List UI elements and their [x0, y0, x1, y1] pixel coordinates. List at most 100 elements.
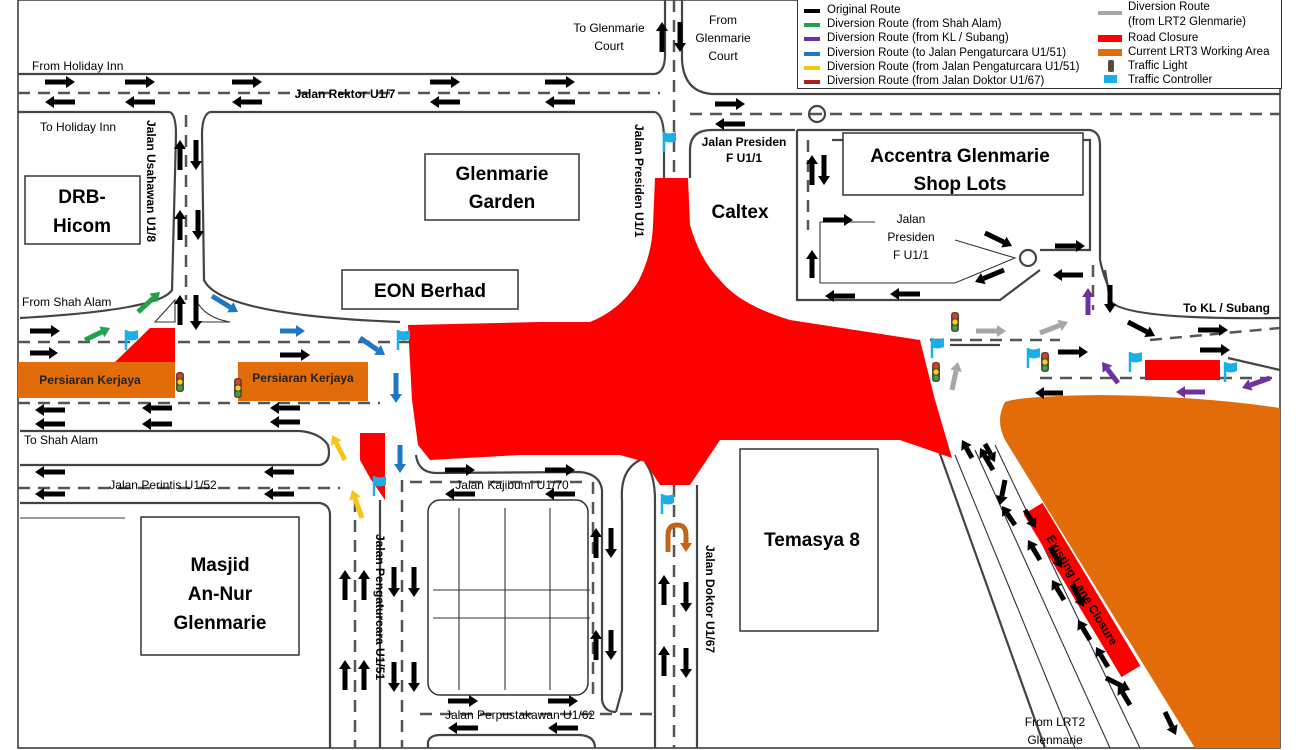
route-arrow-original: [445, 464, 475, 476]
label-to-kl-subang: To KL / Subang: [1183, 301, 1270, 315]
traffic-controller-flag-icon: [1223, 362, 1237, 382]
building-drb-hicom: DRB- Hicom: [24, 175, 141, 245]
route-arrow-original: [190, 295, 202, 330]
route-arrow-to-pengaturcara: [210, 293, 238, 313]
route-arrow-original: [339, 660, 351, 690]
svg-text:Persiaran Kerjaya: Persiaran Kerjaya: [252, 371, 354, 385]
route-arrow-original: [448, 722, 478, 734]
building-accentra: Accentra Glenmarie Shop Lots: [870, 146, 1050, 195]
road-closure-kl-subang: [1145, 360, 1220, 380]
route-arrow-original: [1162, 710, 1178, 735]
route-arrow-original: [1047, 545, 1063, 568]
road-jalan-usahawan: [19, 110, 401, 324]
route-arrow-original: [280, 349, 310, 361]
route-arrow-original: [232, 96, 262, 108]
traffic-controller-flag-icon: [372, 476, 386, 496]
route-arrow-original: [35, 466, 65, 478]
legend-label: Diversion Route (to Jalan Pengaturcara U…: [827, 46, 1067, 59]
label-jalan-presiden-u1-1: Jalan Presiden U1/1: [632, 124, 646, 238]
route-arrow-original: [190, 140, 202, 170]
route-arrow-original: [125, 76, 155, 88]
route-arrow-original: [408, 662, 420, 692]
route-arrow-original: [388, 567, 400, 597]
road-persiaran-kerjaya: [18, 340, 410, 748]
route-arrow-from-lrt2: [949, 362, 962, 391]
route-arrow-original: [983, 230, 1012, 248]
label-jalan-kajibumi: Jalan Kajibumi U1/70: [455, 478, 569, 492]
route-arrow-original: [961, 440, 975, 460]
legend-swatch-to-pengaturcara: [804, 51, 820, 56]
route-arrow-original: [45, 96, 75, 108]
building-glenmarie-garden: Glenmarie Garden: [424, 153, 580, 221]
label-presiden-f-top: Jalan Presiden: [702, 135, 787, 149]
route-arrow-original: [1069, 583, 1085, 607]
route-arrow-original: [45, 76, 75, 88]
route-arrow-original: [430, 96, 460, 108]
route-arrow-original: [30, 325, 60, 337]
route-arrow-original: [605, 630, 617, 660]
traffic-controller-flag-icon: [1128, 352, 1142, 372]
route-arrow-original: [590, 528, 602, 558]
building-masjid-an-nur: Masjid An-Nur Glenmarie: [140, 516, 300, 656]
label-jalan-usahawan: Jalan Usahawan U1/8: [144, 120, 158, 242]
route-arrow-from-lrt2: [1039, 319, 1068, 336]
route-arrow-original: [1051, 580, 1067, 602]
route-arrows: [30, 22, 1271, 735]
route-arrow-original: [1022, 508, 1037, 528]
svg-text:Shop Lots: Shop Lots: [914, 174, 1007, 195]
route-arrow-original: [548, 722, 578, 734]
route-arrow-original: [264, 466, 294, 478]
route-arrow-original: [806, 155, 818, 185]
legend-label: Traffic Light: [1128, 60, 1188, 72]
route-arrow-original: [680, 582, 692, 612]
building-caltex: Caltex: [711, 202, 768, 223]
route-arrow-original: [388, 662, 400, 692]
route-arrow-from-kl-subang: [1102, 362, 1120, 385]
route-arrow-original: [890, 288, 920, 300]
traffic-signals: [124, 132, 1237, 514]
u-turn-arrow: [665, 522, 689, 552]
route-arrow-original: [270, 416, 300, 428]
route-arrow-to-pengaturcara: [358, 335, 385, 355]
route-arrow-original: [1126, 319, 1155, 338]
route-arrow-original: [35, 488, 65, 500]
road-jalan-rektor: [18, 0, 1280, 180]
label-to-glenmarie-court: To Glenmarie: [573, 21, 645, 35]
route-arrow-original: [1035, 387, 1063, 399]
lrt3-working-area: [1000, 395, 1280, 748]
route-arrow-original: [358, 660, 370, 690]
route-arrow-original: [979, 448, 996, 472]
route-arrow-original: [339, 570, 351, 600]
route-arrow-original: [715, 98, 745, 110]
route-arrow-original: [1077, 620, 1093, 642]
persiaran-kerjaya-right-area: Persiaran Kerjaya: [238, 362, 368, 401]
road-closure-shah-alam: [115, 328, 175, 362]
route-arrow-original: [174, 210, 186, 240]
legend-label: Diversion Route (from Jalan Doktor U1/67…: [827, 75, 1045, 87]
route-arrow-original: [658, 575, 670, 605]
route-arrow-original: [264, 488, 294, 500]
route-arrow-original: [1055, 240, 1085, 252]
route-arrow-from-shah-alam: [83, 326, 110, 343]
route-arrow-original: [1002, 506, 1018, 527]
route-arrow-original: [823, 214, 853, 226]
route-arrow-original: [142, 418, 172, 430]
label-from-glenmarie-court-2: Glenmarie: [695, 31, 751, 45]
traffic-light-icon: [176, 372, 184, 392]
route-arrow-original: [30, 347, 58, 359]
label-jalan-pengaturcara: Jalan Pengaturcara U1/51: [373, 534, 387, 680]
route-arrow-original: [605, 528, 617, 558]
traffic-controller-flag-icon: [662, 132, 676, 152]
svg-text:EON Berhad: EON Berhad: [374, 281, 486, 302]
traffic-controller-flag-icon: [124, 330, 138, 350]
building-temasya-8: Temasya 8: [739, 448, 879, 632]
route-arrow-original: [548, 695, 578, 707]
svg-text:Hicom: Hicom: [53, 216, 111, 237]
route-arrow-original: [430, 76, 460, 88]
svg-text:Glenmarie: Glenmarie: [456, 164, 549, 185]
route-arrow-from-kl-subang: [1082, 288, 1094, 315]
route-arrow-to-pengaturcara: [280, 325, 305, 337]
persiaran-kerjaya-left-area: Persiaran Kerjaya: [18, 362, 175, 398]
traffic-light-icon: [1108, 60, 1114, 72]
